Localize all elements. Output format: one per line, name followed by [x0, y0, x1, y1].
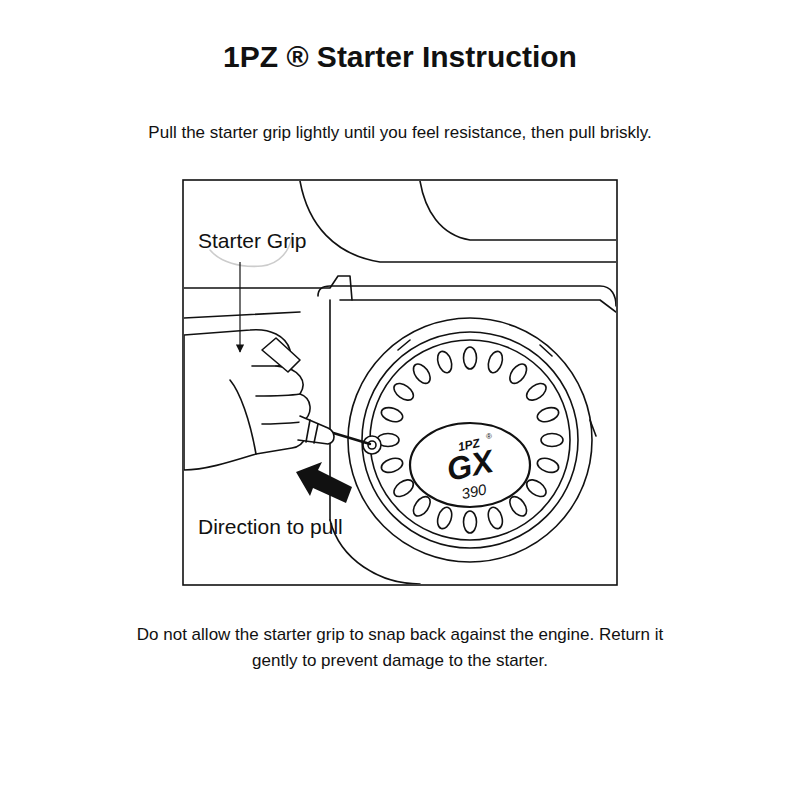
- vent-hole: [380, 456, 405, 475]
- part-label: Starter Grip: [198, 229, 307, 252]
- vent-hole: [486, 350, 505, 375]
- recoil-starter: [348, 318, 596, 562]
- vent-hole: [536, 405, 561, 424]
- vent-hole: [464, 347, 477, 369]
- vent-hole: [486, 506, 505, 531]
- logo-mark: ®: [486, 433, 492, 442]
- starter-grip: [262, 338, 334, 444]
- picture-frame: [183, 180, 617, 585]
- vent-hole: [380, 405, 405, 424]
- hand: [184, 330, 334, 470]
- engine-body: [184, 181, 616, 584]
- vent-hole: [464, 511, 477, 533]
- title: 1PZ ® Starter Instruction: [223, 40, 577, 74]
- vent-hole: [435, 350, 454, 375]
- direction-label: Direction to pull: [198, 515, 343, 538]
- caption: Do not allow the starter grip to snap ba…: [130, 622, 670, 674]
- vent-holes: [377, 347, 563, 533]
- vent-hole: [536, 456, 561, 475]
- vent-hole: [410, 361, 433, 386]
- vent-hole: [506, 361, 529, 386]
- pull-arrow: [296, 462, 352, 503]
- instruction-text: Pull the starter grip lightly until you …: [148, 124, 651, 143]
- vent-hole: [524, 380, 549, 403]
- vent-hole: [391, 380, 416, 403]
- leader-line: [239, 262, 240, 352]
- starter-rope: [330, 432, 381, 454]
- vent-hole: [435, 506, 454, 531]
- vent-hole: [541, 434, 563, 447]
